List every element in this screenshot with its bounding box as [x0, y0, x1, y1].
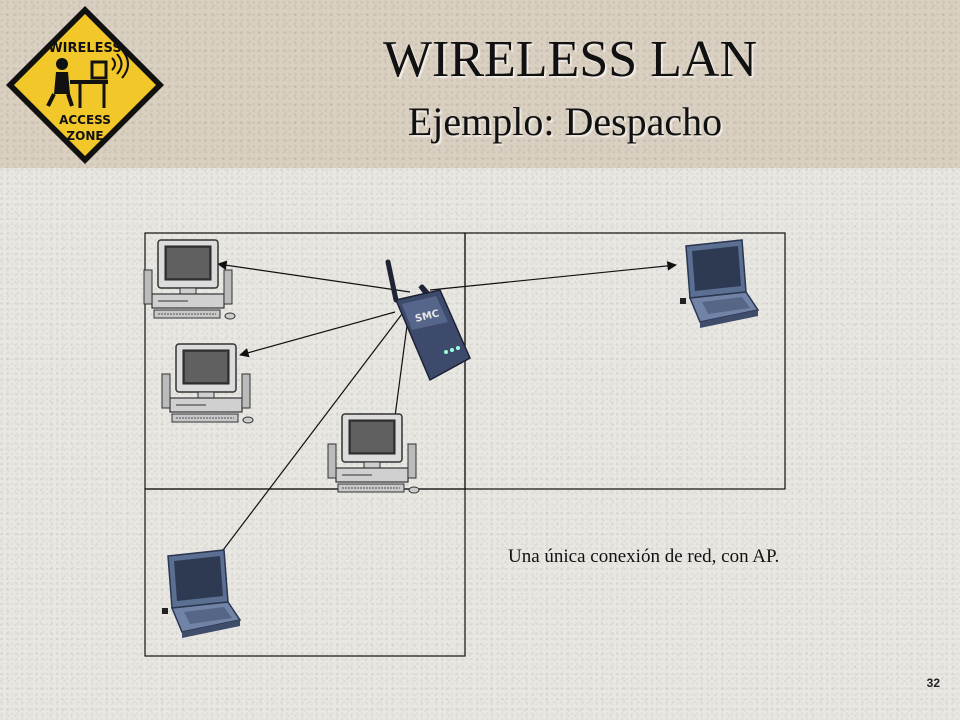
link-to-desktop-2 — [239, 311, 396, 358]
wireless-access-zone-logo-icon: WIRELESS ACCESS ZONE — [6, 6, 164, 164]
access-point-icon: SMC — [385, 259, 471, 382]
svg-text:ACCESS: ACCESS — [59, 113, 111, 127]
svg-text:ZONE: ZONE — [66, 129, 103, 143]
page-number: 32 — [926, 676, 940, 690]
slide-header — [0, 0, 960, 168]
svg-text:WIRELESS: WIRELESS — [48, 41, 121, 56]
link-to-laptop-1 — [429, 261, 677, 291]
desktop-computer-3-icon — [327, 413, 420, 494]
desktop-computer-2-icon — [161, 343, 254, 424]
laptop-1-icon — [679, 239, 759, 329]
desktop-computer-1-icon — [143, 239, 236, 320]
office-room-3 — [144, 488, 466, 657]
link-to-laptop-2 — [213, 313, 403, 563]
slide-title: WIRELESS LAN — [382, 31, 758, 88]
link-to-desktop-3 — [390, 317, 409, 425]
link-to-desktop-1 — [217, 260, 411, 293]
slide-subtitle: Ejemplo: Despacho — [407, 99, 723, 144]
laptop-2-icon — [161, 549, 241, 639]
diagram-caption: Una única conexión de red, con AP. — [508, 546, 780, 567]
